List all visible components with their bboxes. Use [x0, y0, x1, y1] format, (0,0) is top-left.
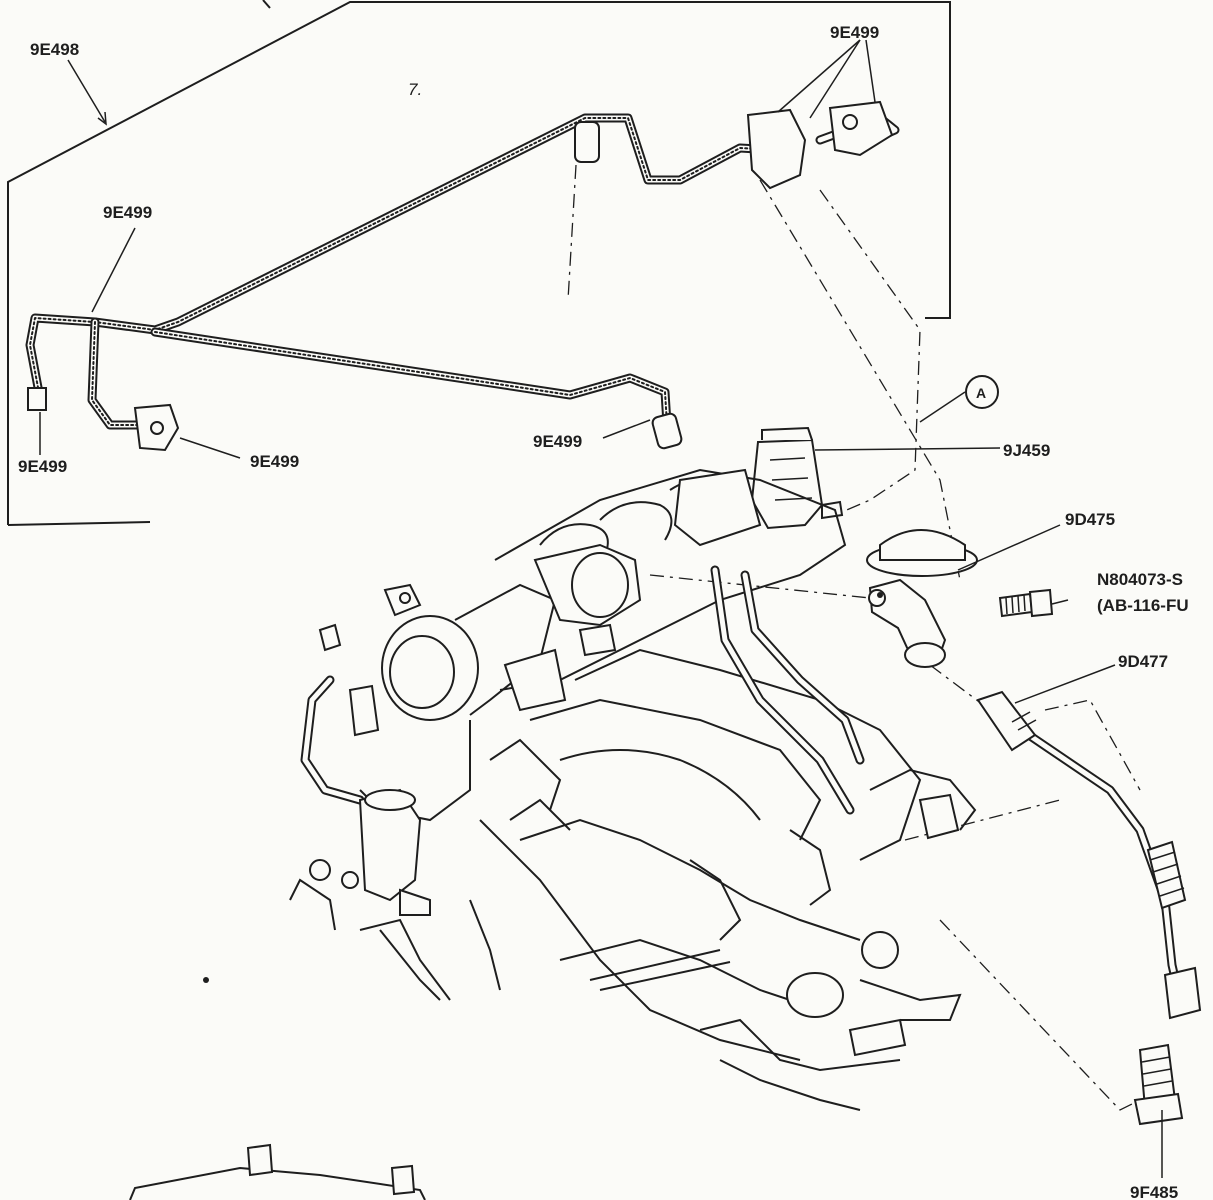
label-egr-valve: 9D475	[1065, 510, 1115, 529]
view-marker-circle	[965, 375, 999, 409]
label-bolt-spec: (AB-116-FU	[1097, 596, 1189, 615]
vacuum-regulator-9j459	[750, 426, 844, 530]
label-view-marker: A	[976, 385, 986, 401]
routing-lines	[567, 164, 1141, 1111]
engine-intake-assembly	[289, 468, 977, 1111]
label-hose-left-connector: 9E499	[250, 452, 299, 471]
egr-valve-9d475	[866, 529, 978, 668]
label-main-tube-assembly: 9E498	[30, 40, 79, 59]
stray-dot	[203, 977, 209, 983]
vacuum-hose-harness	[25, 100, 900, 452]
label-hose-center: 9E499	[533, 432, 582, 451]
inset-panel-outline	[7, 0, 951, 526]
label-hose-left-lower: 9E499	[18, 457, 67, 476]
label-fitting: 9F485	[1130, 1183, 1178, 1200]
egr-tube-9d477	[976, 690, 1202, 1020]
label-egr-tube: 9D477	[1118, 652, 1168, 671]
label-regulator: 9J459	[1003, 441, 1050, 460]
label-bolt: N804073-S	[1097, 570, 1183, 589]
stray-dot	[877, 592, 883, 598]
label-hose-top-right: 9E499	[830, 23, 879, 42]
leader-lines	[39, 39, 1163, 1178]
bolt-n804073-s	[998, 588, 1054, 618]
fitting-9f485	[1133, 1043, 1184, 1126]
lower-bracket-part	[129, 1143, 426, 1200]
label-hose-left-upper: 9E499	[103, 203, 152, 222]
label-page-mark: 7.	[408, 80, 422, 99]
